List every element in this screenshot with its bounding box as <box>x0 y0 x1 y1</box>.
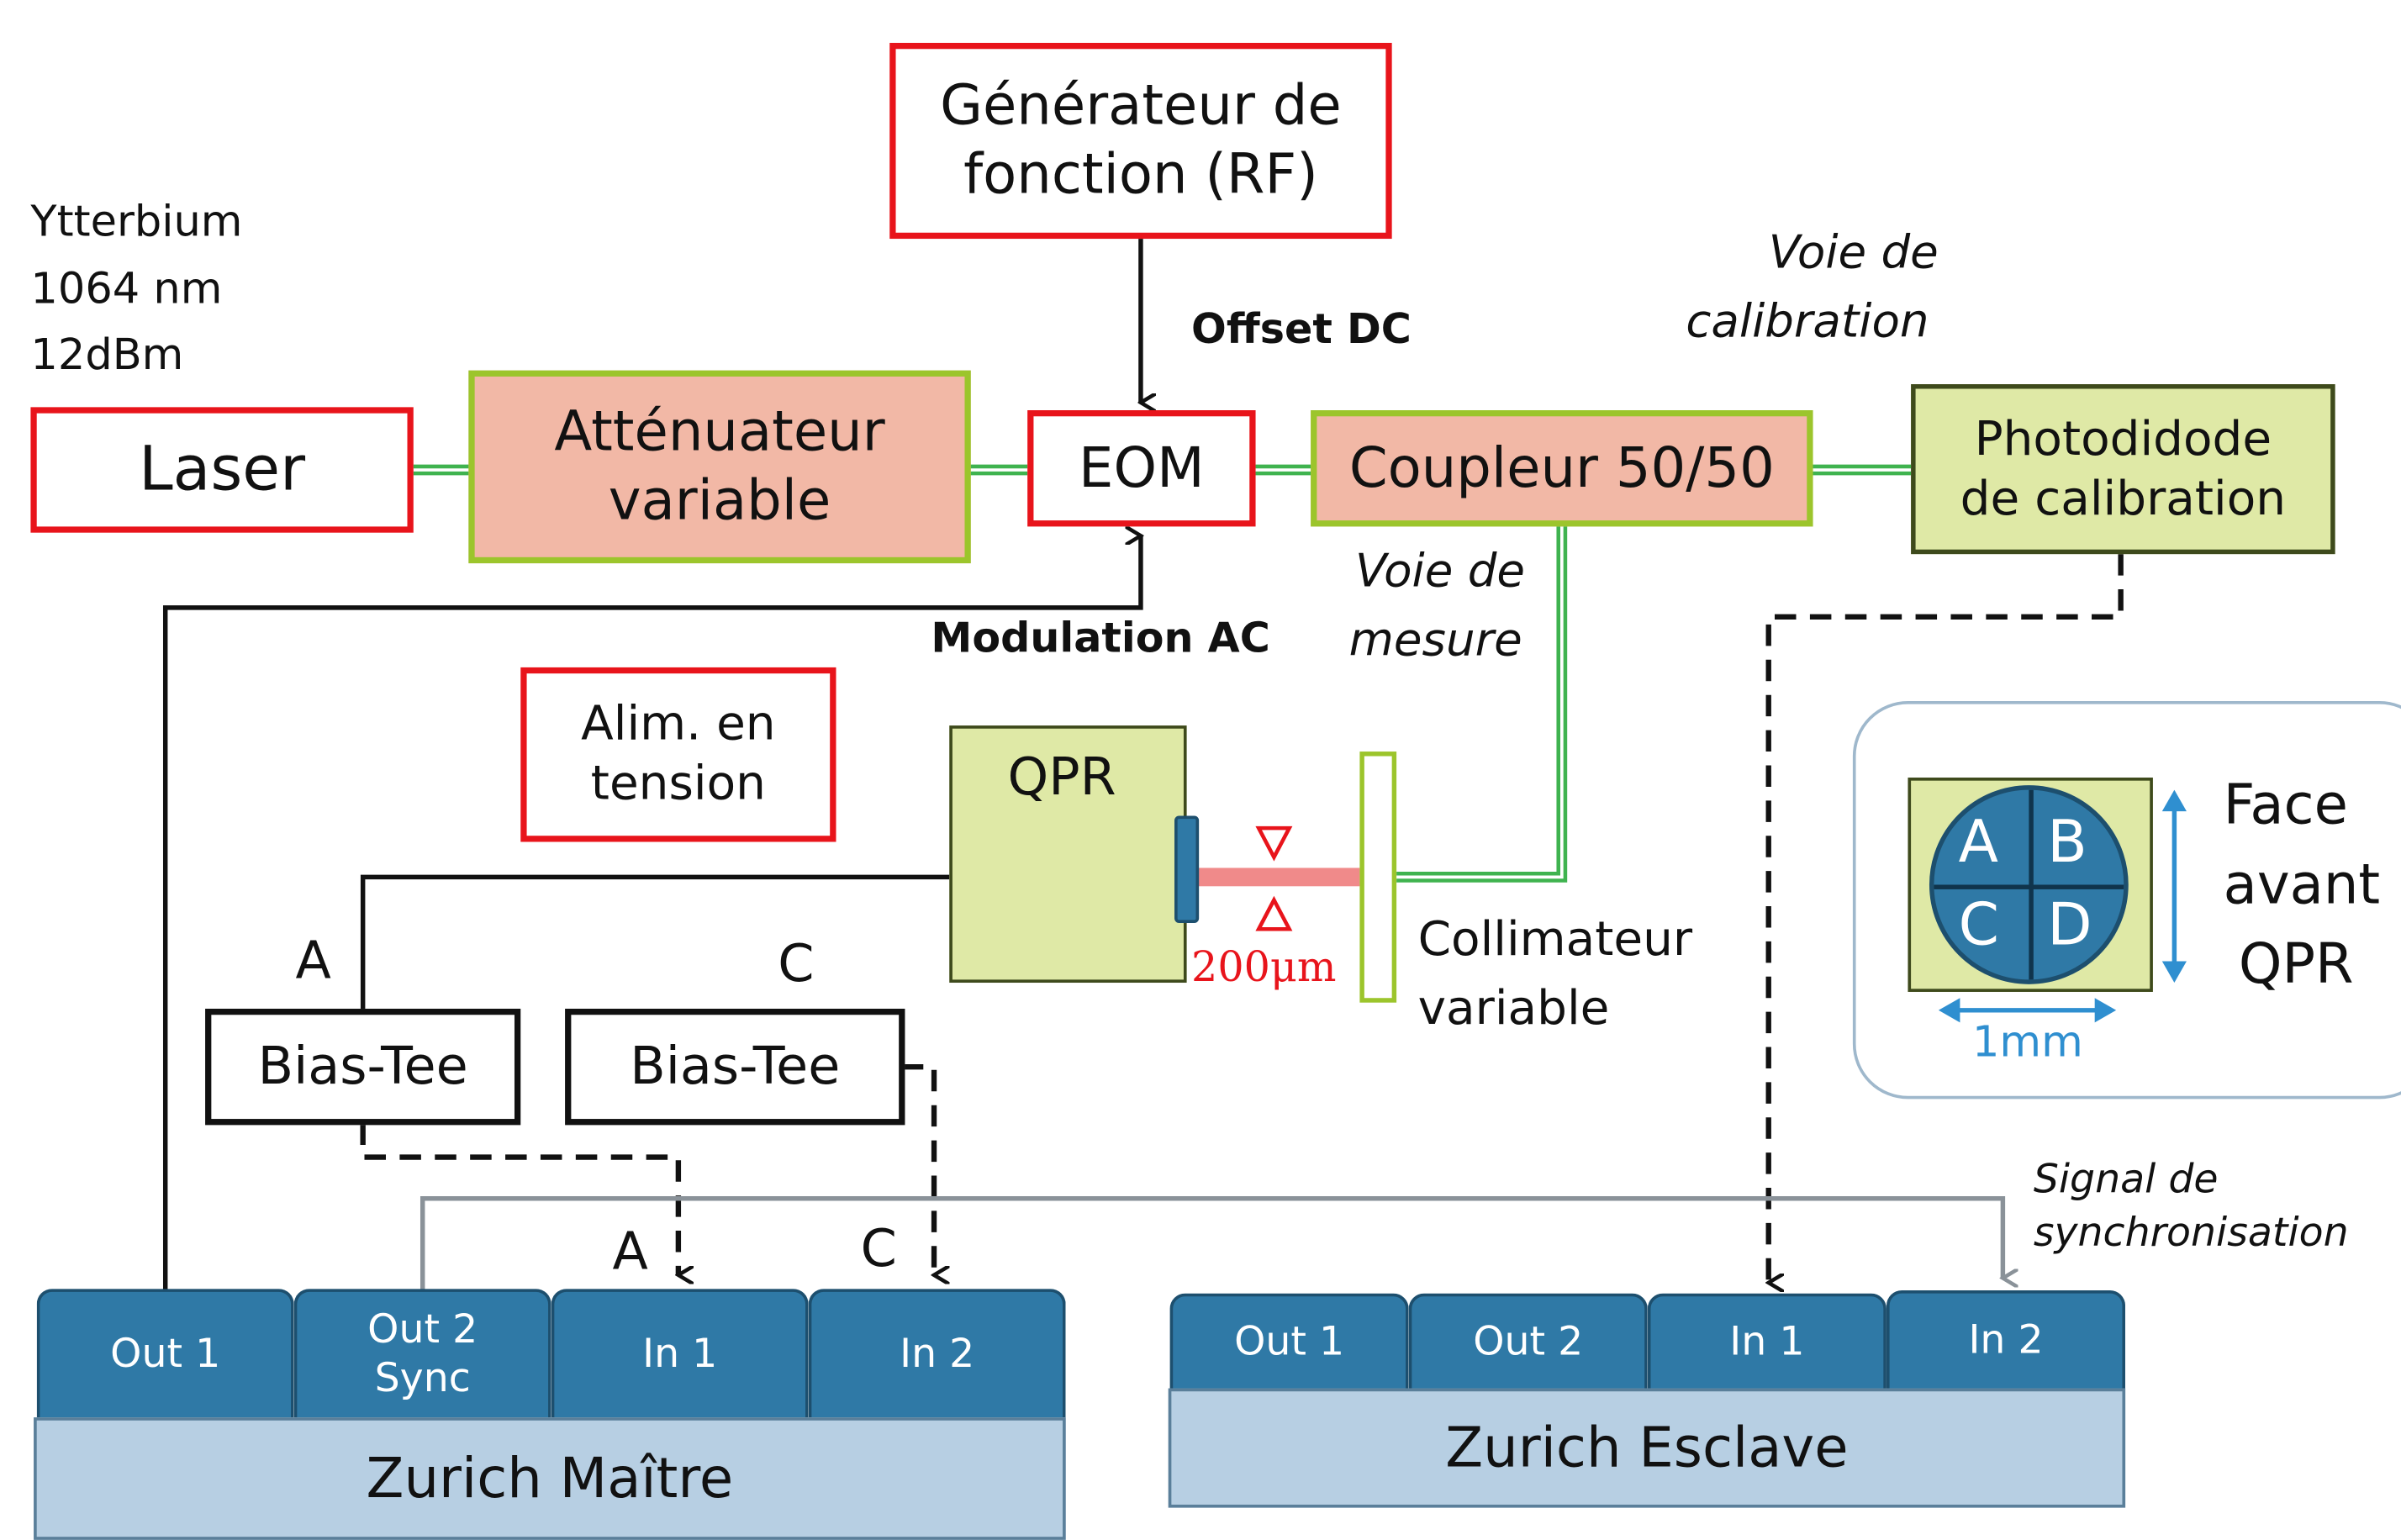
signal-lines <box>162 239 1141 1291</box>
bias-tee-a-label: Bias-Tee <box>257 1036 468 1098</box>
fiber-links <box>410 464 1912 883</box>
measure-path-line2: mesure <box>1348 614 1522 667</box>
attenuator-box: Atténuateur variable <box>468 370 971 564</box>
sync-line <box>420 1196 2003 1291</box>
master-port-in2[interactable]: In 2 <box>808 1289 1066 1418</box>
qpr-face-disc: A B C D <box>1929 785 2129 984</box>
slave-port-out2[interactable]: Out 2 <box>1408 1293 1648 1389</box>
bias-tee-c-box: Bias-Tee <box>565 1008 905 1126</box>
master-port-out2-label: Out 2 <box>367 1306 478 1353</box>
qpr-label: QPR <box>1007 746 1116 809</box>
qpr-sensor-face <box>1174 815 1200 924</box>
master-input-label-a: A <box>612 1221 648 1283</box>
collimator-line1: Collimateur <box>1417 912 1693 968</box>
slave-port-in2[interactable]: In 2 <box>1886 1290 2126 1389</box>
slave-port-out1[interactable]: Out 1 <box>1169 1293 1409 1389</box>
photodiode-line2: de calibration <box>1960 470 2287 526</box>
offset-dc-label: Offset DC <box>1191 306 1412 354</box>
laser-spec-wavelength: 1064 nm <box>30 263 223 314</box>
bias-tee-c-channel: C <box>778 933 815 995</box>
master-port-in1-label: In 1 <box>642 1331 718 1378</box>
slave-port-in2-label: In 2 <box>1968 1317 2044 1363</box>
qpr-face-title-3: QPR <box>2238 933 2354 997</box>
attenuator-line1: Atténuateur <box>554 401 885 464</box>
quadrant-c: C <box>1958 890 1999 958</box>
laser-spec-power: 12dBm <box>30 329 184 380</box>
laser-beam <box>1197 868 1364 887</box>
laser-spec-element: Ytterbium <box>30 196 243 247</box>
master-port-in2-label: In 2 <box>900 1331 975 1378</box>
collimator-lens <box>1359 752 1397 1003</box>
qpr-face-title-2: avant <box>2223 854 2381 917</box>
dashed-signal-lines <box>360 554 2124 1283</box>
laser-label: Laser <box>139 435 306 505</box>
zurich-master-name: Zurich Maître <box>366 1447 734 1511</box>
qpr-box: QPR <box>949 725 1187 984</box>
calibration-path-line2: calibration <box>1686 295 1929 350</box>
master-port-out1-label: Out 1 <box>110 1331 221 1378</box>
quadrant-d: D <box>2047 890 2092 958</box>
beam-waist-marker-top <box>1255 825 1293 862</box>
zurich-slave-panel: Zurich Esclave <box>1168 1388 2126 1508</box>
qpr-dimension-arrows <box>1938 789 2187 1023</box>
qpr-face-title-1: Face <box>2223 774 2348 838</box>
qpr-face-inset: A B C D 1mm Face avant QPR <box>1852 700 2401 1100</box>
quadrant-a: A <box>1958 808 1998 876</box>
calibration-photodiode-box: Photodidode de calibration <box>1911 384 2335 555</box>
collimator-line2: variable <box>1417 981 1610 1036</box>
bias-tee-c-label: Bias-Tee <box>630 1036 841 1098</box>
zurich-slave-name: Zurich Esclave <box>1445 1416 1849 1479</box>
power-supply-line2: tension <box>590 756 766 812</box>
master-port-in1[interactable]: In 1 <box>551 1289 809 1418</box>
beam-waist-marker-bottom <box>1255 895 1293 931</box>
power-supply-box: Alim. en tension <box>520 667 836 842</box>
eom-box: EOM <box>1027 410 1256 527</box>
measure-path-line1: Voie de <box>1354 545 1526 599</box>
beam-waist-label: 200μm <box>1191 944 1337 992</box>
eom-label: EOM <box>1079 436 1205 500</box>
sync-label-line1: Signal de <box>2033 1157 2219 1204</box>
slave-port-out2-label: Out 2 <box>1473 1319 1584 1365</box>
qpr-size-label: 1mm <box>1971 1016 2083 1068</box>
slave-port-in1[interactable]: In 1 <box>1647 1293 1886 1389</box>
function-generator-line1: Générateur de <box>940 75 1342 138</box>
bias-tee-a-channel: A <box>295 931 331 992</box>
photodiode-line1: Photodidode <box>1974 411 2272 467</box>
sync-label-line2: synchronisation <box>2033 1210 2349 1257</box>
slave-port-in1-label: In 1 <box>1729 1319 1805 1365</box>
attenuator-line2: variable <box>608 470 831 533</box>
master-input-label-c: C <box>860 1218 897 1280</box>
master-port-out2-sync[interactable]: Out 2 Sync <box>293 1289 551 1418</box>
slave-port-out1-label: Out 1 <box>1234 1319 1345 1365</box>
bias-tee-a-box: Bias-Tee <box>205 1008 521 1126</box>
coupler-box: Coupleur 50/50 <box>1311 410 1813 527</box>
coupler-label: Coupleur 50/50 <box>1348 436 1775 500</box>
calibration-path-line1: Voie de <box>1768 226 1939 281</box>
master-port-out1[interactable]: Out 1 <box>36 1289 294 1418</box>
laser-box: Laser <box>30 407 414 533</box>
function-generator-box: Générateur de fonction (RF) <box>889 42 1392 240</box>
quadrant-b: B <box>2047 808 2087 876</box>
modulation-ac-label: Modulation AC <box>931 615 1270 663</box>
function-generator-line2: fonction (RF) <box>963 144 1318 207</box>
master-port-sync-label: Sync <box>374 1356 471 1402</box>
power-supply-line1: Alim. en <box>581 696 776 752</box>
